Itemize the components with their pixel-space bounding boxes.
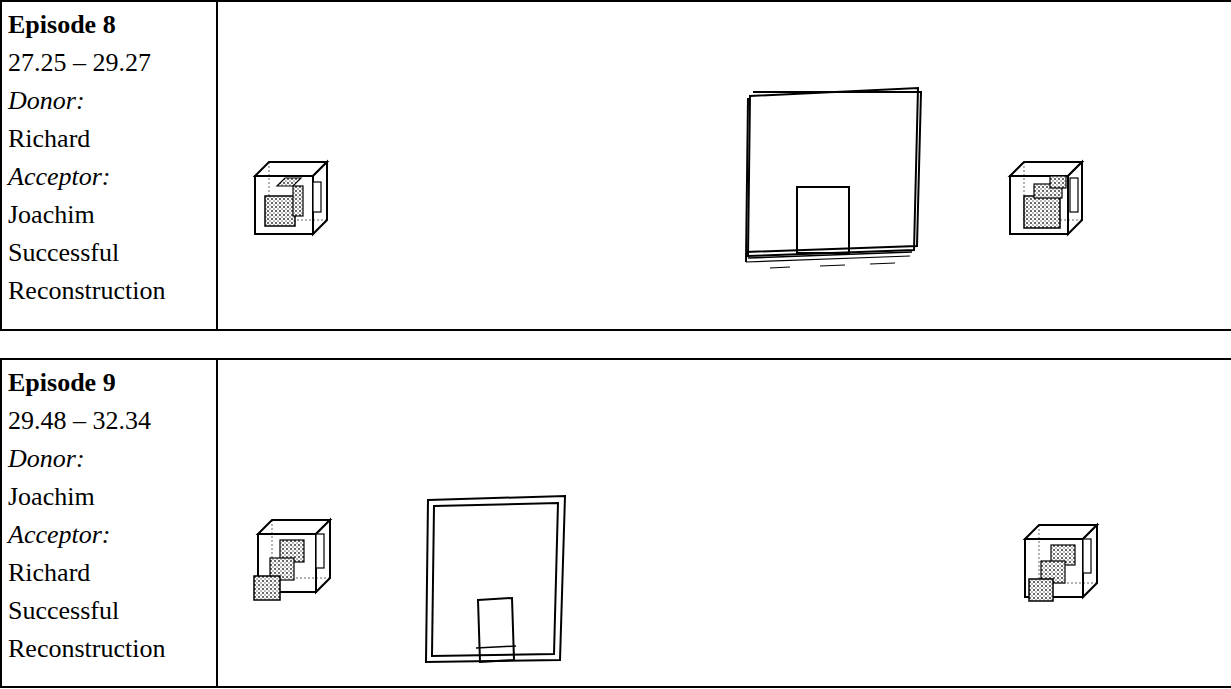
episode-detail: Successful Reconstruction	[8, 234, 210, 310]
episode-detail: Acceptor:	[8, 158, 210, 196]
episode-detail: Donor:	[8, 82, 210, 120]
episode-detail: Successful Reconstruction	[8, 592, 210, 668]
episode-detail: Richard	[8, 120, 210, 158]
episode-detail: Joachim	[8, 196, 210, 234]
episode-heading: Episode 9	[8, 364, 210, 402]
episode-detail: Acceptor:	[8, 516, 210, 554]
episode-detail: 29.48 – 32.34	[8, 402, 210, 440]
episode-detail: Joachim	[8, 478, 210, 516]
episode-cell: Episode 929.48 – 32.34Donor:JoachimAccep…	[0, 360, 218, 686]
episode-detail: Donor:	[8, 440, 210, 478]
episode-heading: Episode 8	[8, 6, 210, 44]
episode-detail: Richard	[8, 554, 210, 592]
episode-cell: Episode 827.25 – 29.27Donor:RichardAccep…	[0, 2, 218, 329]
episode-detail: 27.25 – 29.27	[8, 44, 210, 82]
